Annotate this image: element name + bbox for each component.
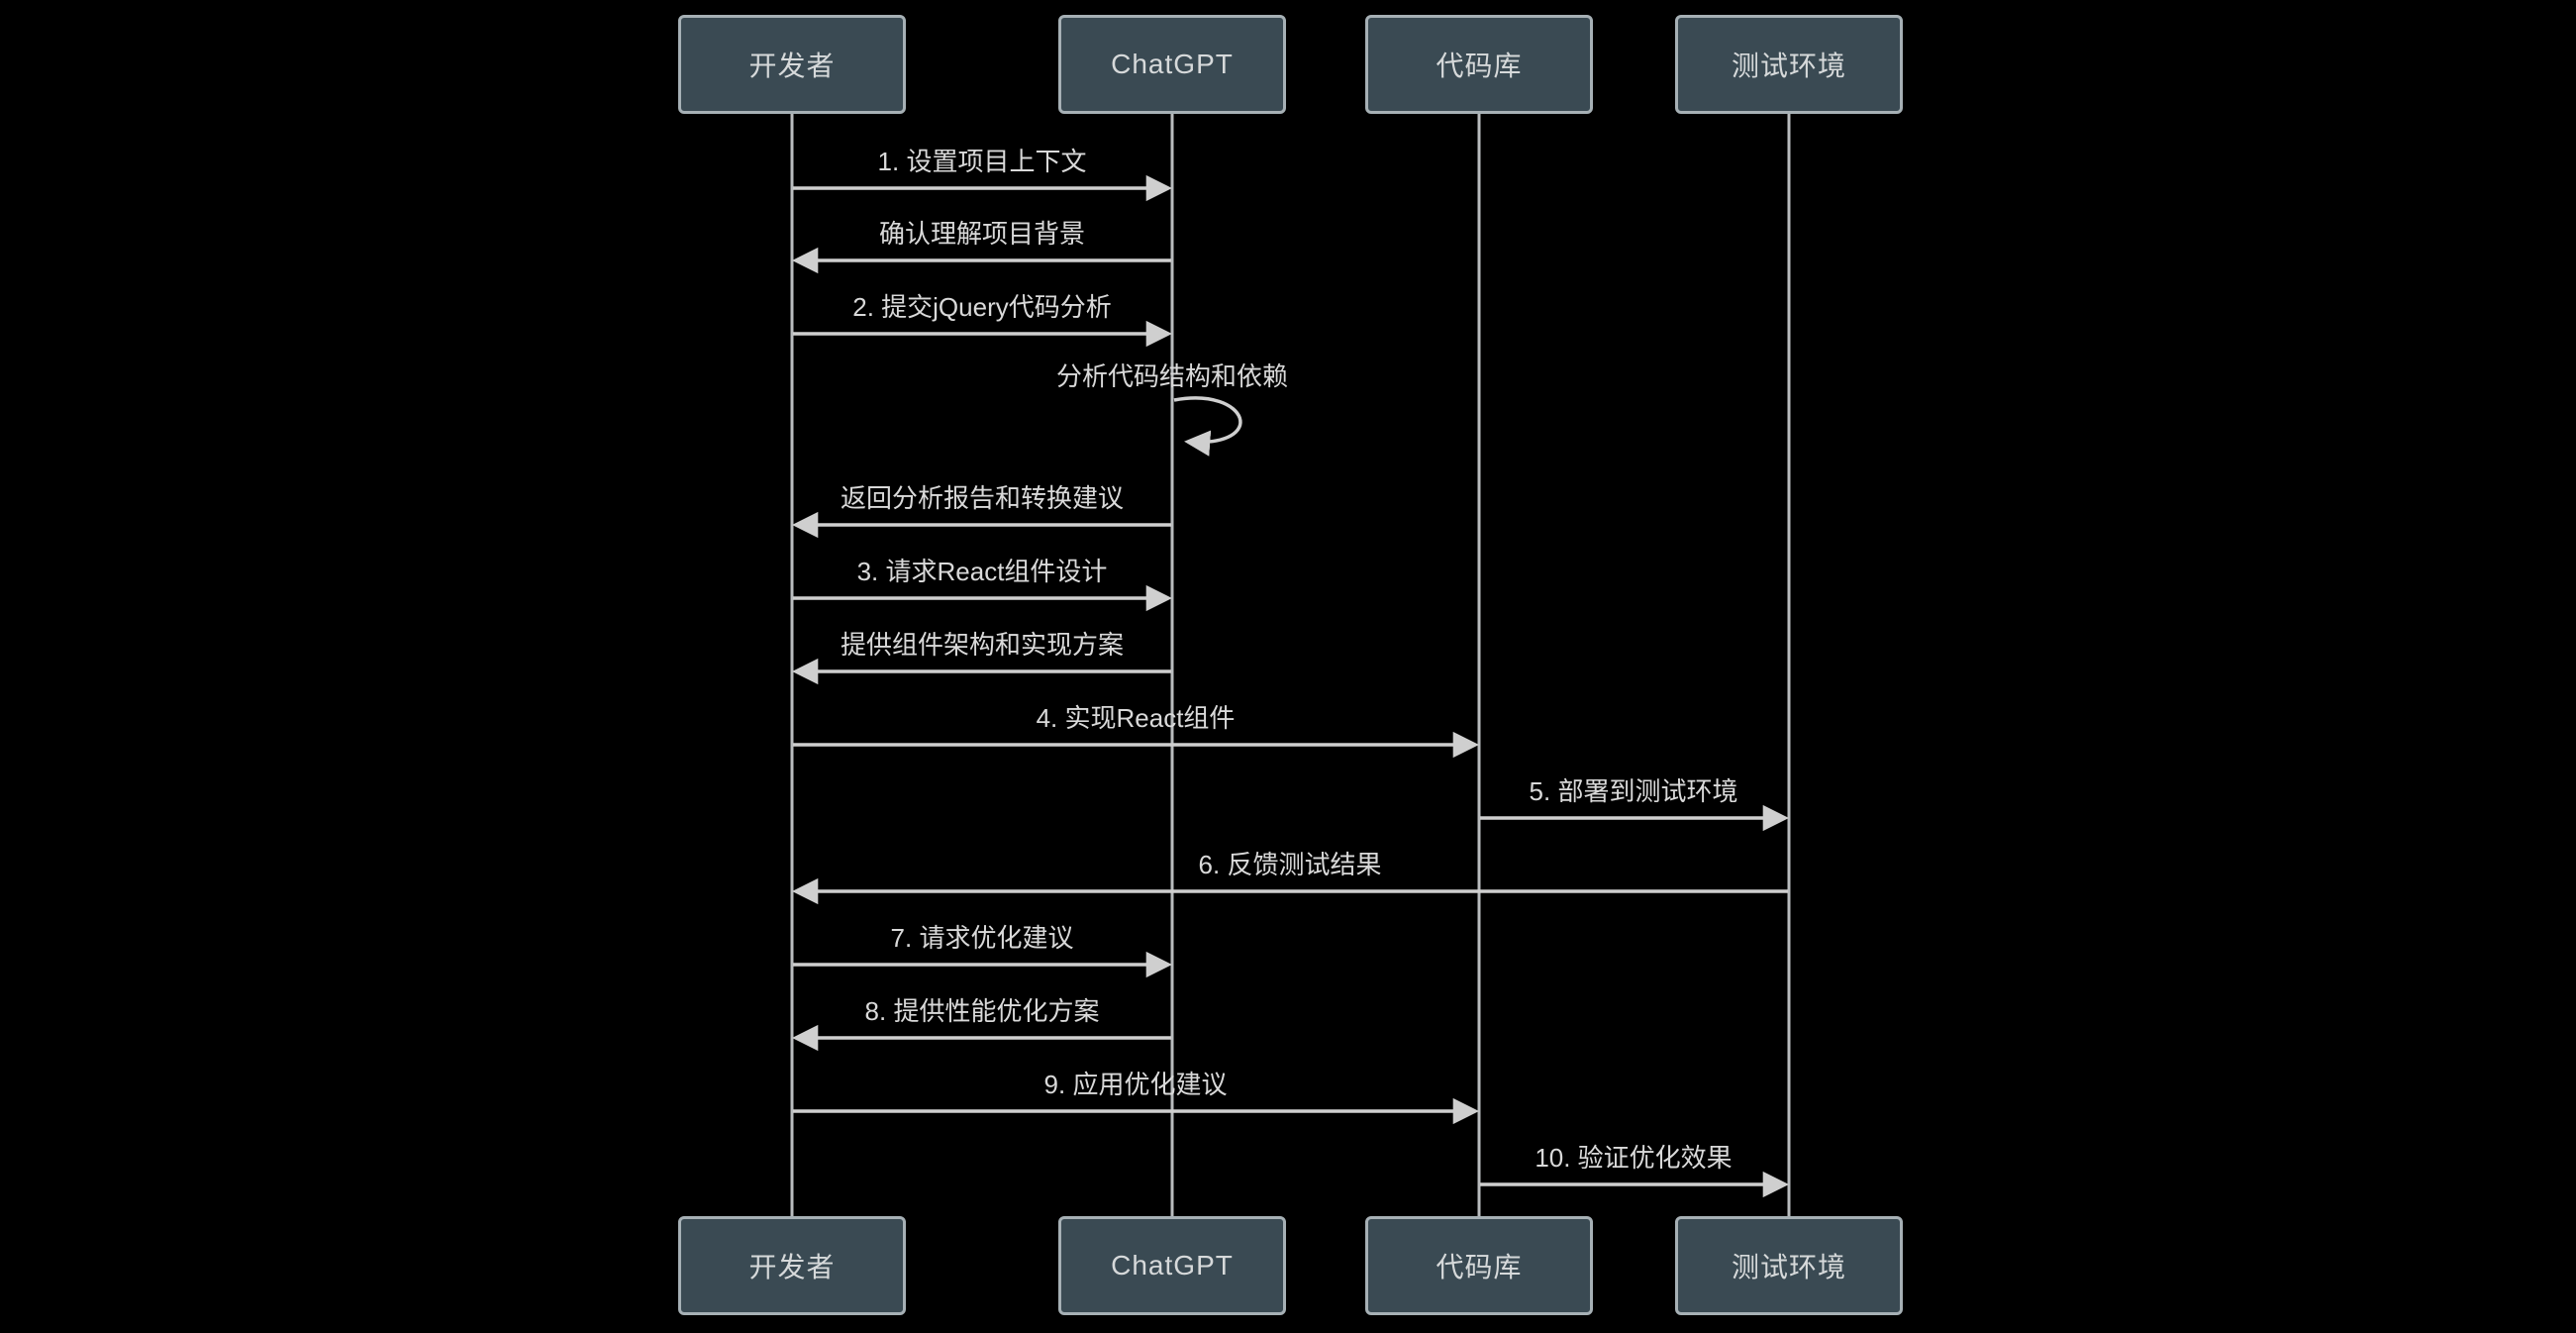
message-label-11: 7. 请求优化建议 [890, 923, 1074, 953]
actor-testenv-bottom: 测试环境 [1675, 1216, 1903, 1315]
message-label-9: 5. 部署到测试环境 [1529, 776, 1738, 806]
message-label-14: 10. 验证优化效果 [1535, 1143, 1733, 1173]
actor-testenv-bottom-label: 测试环境 [1731, 1252, 1846, 1282]
actor-chatgpt-top: ChatGPT [1058, 15, 1286, 114]
message-label-8: 4. 实现React组件 [1036, 703, 1236, 733]
actor-developer-bottom: 开发者 [678, 1216, 906, 1315]
message-label-5: 返回分析报告和转换建议 [840, 483, 1125, 513]
message-label-4: 分析代码结构和依赖 [1055, 361, 1289, 391]
actor-repo-bottom: 代码库 [1365, 1216, 1593, 1315]
message-label-6: 3. 请求React组件设计 [856, 557, 1108, 586]
message-label-10: 6. 反馈测试结果 [1198, 850, 1382, 879]
actor-chatgpt-top-label: ChatGPT [1111, 49, 1234, 79]
actor-developer-bottom-label: 开发者 [748, 1252, 836, 1282]
message-label-2: 确认理解项目背景 [878, 219, 1086, 249]
actor-repo-top-label: 代码库 [1436, 51, 1523, 81]
message-self-loop-arrow [1173, 396, 1242, 457]
actor-repo-bottom-label: 代码库 [1436, 1252, 1523, 1282]
message-label-3: 2. 提交jQuery代码分析 [852, 292, 1112, 322]
message-label-1: 1. 设置项目上下文 [877, 147, 1087, 176]
message-label-12: 8. 提供性能优化方案 [864, 996, 1100, 1026]
actor-chatgpt-bottom-label: ChatGPT [1111, 1250, 1234, 1281]
actor-testenv-top: 测试环境 [1675, 15, 1903, 114]
actor-chatgpt-bottom: ChatGPT [1058, 1216, 1286, 1315]
actor-repo-top: 代码库 [1365, 15, 1593, 114]
actor-developer-top-label: 开发者 [748, 51, 836, 81]
actor-testenv-top-label: 测试环境 [1731, 51, 1846, 81]
actor-developer-top: 开发者 [678, 15, 906, 114]
message-label-13: 9. 应用优化建议 [1043, 1070, 1228, 1099]
message-label-7: 提供组件架构和实现方案 [840, 630, 1125, 660]
